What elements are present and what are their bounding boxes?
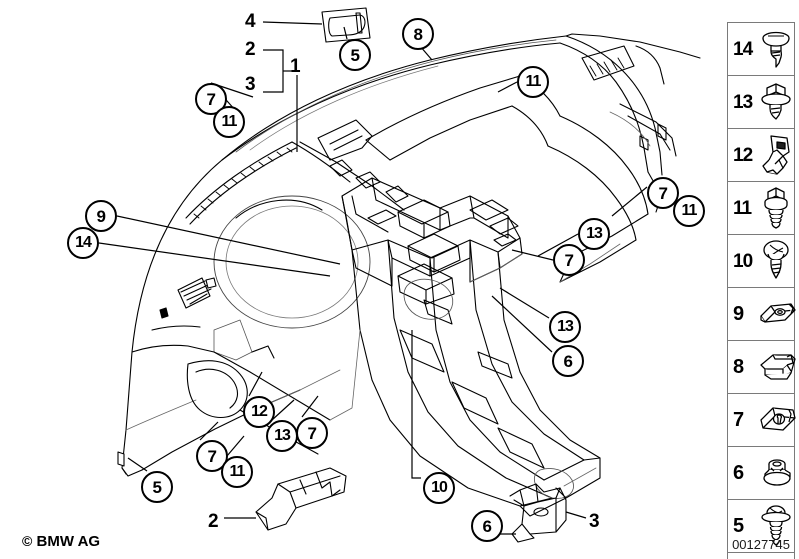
legend-row-10: 10 xyxy=(728,235,794,288)
legend-number: 12 xyxy=(733,144,753,166)
callout-13-lower-center: 13 xyxy=(266,420,298,452)
callout-11-upper-left: 11 xyxy=(213,106,245,138)
callout-12: 12 xyxy=(243,396,275,428)
callout-5-top: 5 xyxy=(339,39,371,71)
spring-clip-icon xyxy=(757,341,799,393)
legend-number: 7 xyxy=(733,409,745,431)
legend-row-9: 9 xyxy=(728,288,796,341)
legend-row-13: 13 xyxy=(728,76,794,129)
callout-7-mid: 7 xyxy=(553,244,585,276)
clip-nut-icon xyxy=(757,394,799,446)
callout-2-bottom: 2 xyxy=(208,511,219,532)
callout-3-bottom: 3 xyxy=(589,511,600,532)
legend-row-5: 5 xyxy=(728,500,794,553)
oval-head-screw-icon xyxy=(757,235,795,287)
callout-4: 4 xyxy=(245,11,256,32)
callout-10: 10 xyxy=(423,472,455,504)
copyright-notice: © BMW AG xyxy=(22,533,100,550)
pan-head-screw-icon xyxy=(757,23,795,75)
callout-11-lower-left: 11 xyxy=(221,456,253,488)
legend-number: 8 xyxy=(733,356,745,378)
legend-row-14: 14 xyxy=(728,23,794,76)
legend-number: 9 xyxy=(733,303,745,325)
legend-row-11: 11 xyxy=(728,182,794,235)
hex-wood-screw-icon xyxy=(757,182,795,234)
callout-11-right: 11 xyxy=(673,195,705,227)
legend-row-8: 8 xyxy=(728,341,796,394)
metal-bracket-icon xyxy=(757,129,797,181)
arrow-left-icon xyxy=(728,553,794,559)
callout-8: 8 xyxy=(402,18,434,50)
legend-row-arrow xyxy=(728,553,794,559)
callout-6-bottom: 6 xyxy=(471,510,503,542)
parts-legend: 14 13 xyxy=(727,22,796,559)
legend-row-7: 7 xyxy=(728,394,796,447)
legend-number: 5 xyxy=(733,515,745,537)
callout-9: 9 xyxy=(85,200,117,232)
callout-6-mid: 6 xyxy=(552,345,584,377)
callout-13-lower: 13 xyxy=(549,311,581,343)
copyright-symbol: © xyxy=(22,533,33,549)
washer-head-screw-icon xyxy=(757,500,795,552)
diagram-number: 00127745 xyxy=(732,537,790,552)
legend-row-6: 6 xyxy=(728,447,794,500)
callout-3-top: 3 xyxy=(245,74,256,95)
copyright-owner: BMW AG xyxy=(36,533,101,550)
callout-1: 1 xyxy=(290,56,301,77)
legend-number: 6 xyxy=(733,462,745,484)
callout-5-lower-left: 5 xyxy=(141,471,173,503)
legend-number: 10 xyxy=(733,250,753,272)
hex-flange-screw-icon xyxy=(757,76,795,128)
callout-13-mid: 13 xyxy=(578,218,610,250)
callout-11-top: 11 xyxy=(517,66,549,98)
callout-7-lower-center: 7 xyxy=(296,417,328,449)
legend-row-12: 12 xyxy=(728,129,794,182)
legend-number: 11 xyxy=(733,197,752,219)
legend-number: 14 xyxy=(733,38,753,60)
callout-2-top: 2 xyxy=(245,39,256,60)
legend-number: 13 xyxy=(733,91,753,113)
callout-14: 14 xyxy=(67,227,99,259)
sheet-metal-nut-icon xyxy=(757,288,799,340)
flange-nut-icon xyxy=(757,447,797,499)
